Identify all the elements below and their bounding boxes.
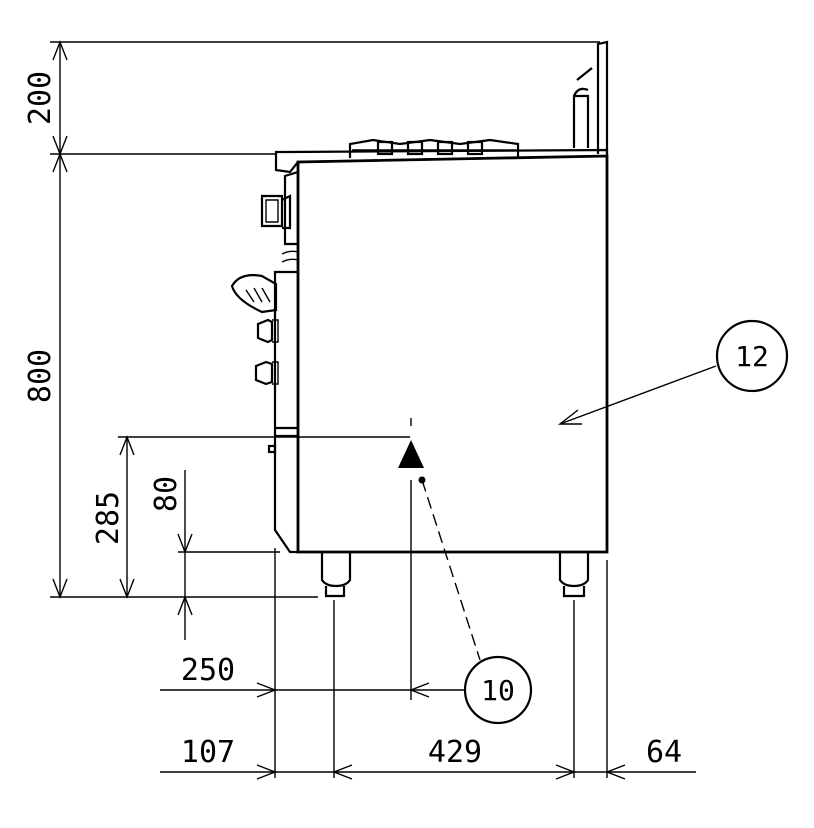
callout-label-12: 12 [735,340,769,373]
center-mark [398,418,481,661]
dim-64: 64 [646,735,682,770]
dimension-lines [50,41,696,778]
dim-107: 107 [181,735,235,770]
callout-label-10: 10 [481,674,515,707]
callout-bubble-12 [715,319,789,393]
panel-leader [557,365,717,425]
dim-200: 200 [23,71,58,125]
dim-800: 800 [23,349,58,403]
callout-bubble-10 [463,655,533,725]
machine-side-view [230,40,609,598]
dim-250: 250 [181,653,235,688]
dimension-arrows [52,40,626,780]
dim-429: 429 [428,735,482,770]
dim-80: 80 [149,476,184,512]
dim-285: 285 [91,491,126,545]
